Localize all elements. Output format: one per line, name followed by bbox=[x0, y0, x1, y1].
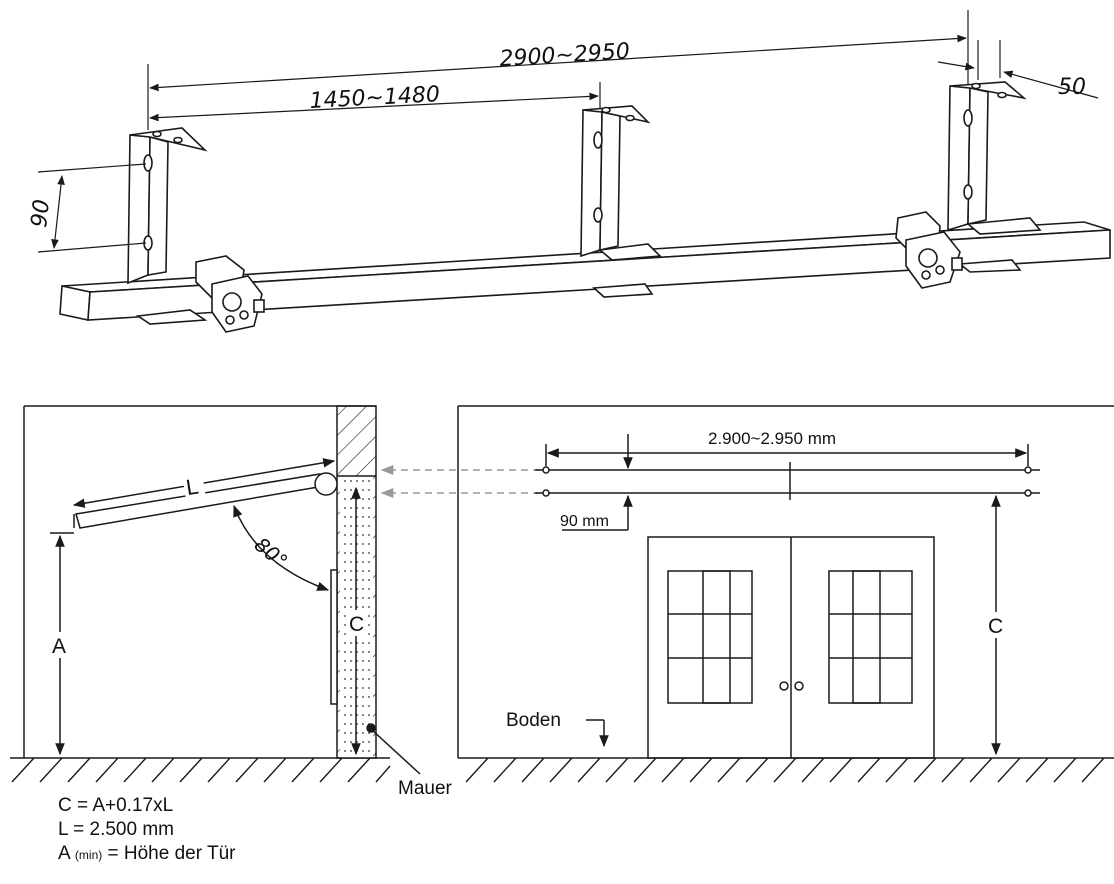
pivot-roller bbox=[314, 472, 338, 496]
side-label-c: C bbox=[349, 613, 364, 636]
door-leaf-open bbox=[330, 569, 338, 705]
ground-right bbox=[458, 757, 1114, 783]
bracket-right bbox=[947, 81, 1042, 273]
wall-label: Mauer bbox=[398, 778, 453, 799]
front-dim-spacing-label: 90 mm bbox=[560, 513, 609, 530]
dim-vertical-label: 90 bbox=[27, 198, 55, 228]
window-right bbox=[828, 570, 913, 704]
bracket-left bbox=[127, 127, 208, 325]
side-label-l: L bbox=[184, 473, 200, 500]
front-label-c: C bbox=[988, 615, 1003, 638]
side-label-angle: 80° bbox=[250, 532, 293, 573]
ground-left bbox=[10, 757, 391, 783]
formula-a-symbol: A bbox=[58, 843, 70, 864]
formula-a-text: = Höhe der Tür bbox=[102, 843, 236, 864]
side-view bbox=[23, 405, 421, 775]
top-dimensions bbox=[37, 10, 1099, 253]
door-handle-right bbox=[794, 681, 804, 691]
rail-bar bbox=[59, 221, 1111, 321]
dim-half-label: 1450~1480 bbox=[309, 82, 441, 114]
projection-arrows bbox=[380, 464, 540, 499]
window-left bbox=[667, 570, 753, 704]
formula-a-sub: (min) bbox=[74, 848, 103, 862]
dim-total-label: 2900~2950 bbox=[499, 39, 631, 72]
formula-c: C = A+0.17xL bbox=[58, 795, 174, 816]
floor-label: Boden bbox=[506, 710, 561, 731]
clamp-left bbox=[195, 255, 265, 333]
clamp-right bbox=[895, 211, 963, 289]
formula-a: A (min) = Höhe der Tür bbox=[58, 842, 236, 867]
front-dim-span-label: 2.900~2.950 mm bbox=[708, 429, 836, 448]
dim-offset-label: 50 bbox=[1058, 75, 1086, 100]
front-view bbox=[457, 405, 1114, 759]
formula-l: L = 2.500 mm bbox=[58, 819, 174, 840]
door-handle-left bbox=[779, 681, 789, 691]
side-label-a: A bbox=[52, 635, 66, 658]
bracket-assembly-3d bbox=[59, 81, 1111, 333]
